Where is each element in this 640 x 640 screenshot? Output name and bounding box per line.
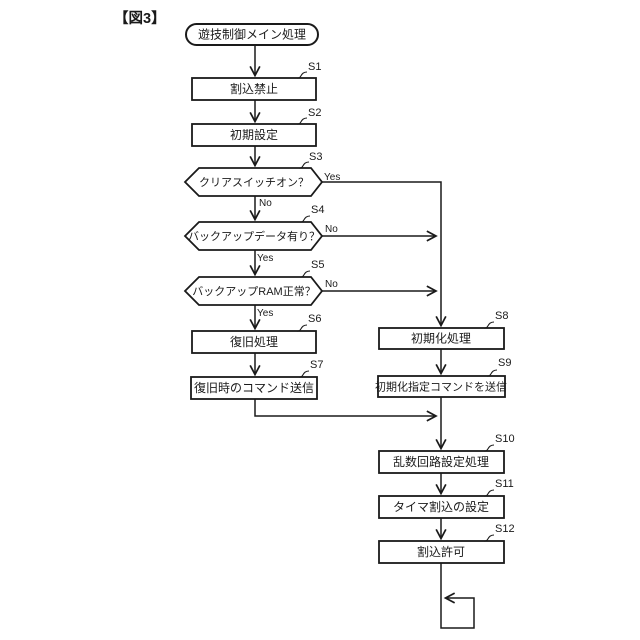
process-box-s12 — [378, 540, 505, 564]
connector-s7-to-merge — [254, 399, 438, 422]
process-box-s1 — [191, 77, 317, 101]
leader-squiggle-s8 — [483, 321, 495, 329]
step-label-s2: 初期設定 — [230, 127, 278, 142]
step-label-s11: タイマ割込の設定 — [393, 499, 489, 514]
start-terminal — [185, 23, 319, 46]
process-box-s10 — [378, 450, 505, 474]
step-id-s4: S4 — [311, 204, 324, 216]
step-label-s7: 復旧時のコマンド送信 — [194, 380, 314, 395]
branch-label-no-s3: No — [259, 198, 272, 209]
leader-squiggle-s4 — [299, 215, 311, 223]
connector-s12-main-loop — [440, 563, 475, 629]
process-box-s6 — [191, 330, 317, 354]
step-id-s1: S1 — [308, 61, 321, 73]
leader-squiggle-s10 — [483, 444, 495, 452]
step-label-s9: 初期化指定コマンドを送信 — [375, 380, 507, 394]
decision-hex-s4 — [183, 221, 324, 251]
leader-squiggle-s5 — [299, 270, 311, 278]
step-label-s4: バックアップデータ有り？ — [188, 229, 320, 243]
step-id-s6: S6 — [308, 313, 321, 325]
process-box-s8 — [378, 327, 505, 350]
branch-label-yes-s3: Yes — [324, 172, 340, 183]
leader-squiggle-s11 — [483, 489, 495, 497]
step-label-s5: バックアップRAM正常？ — [192, 285, 315, 298]
step-label-s1: 割込禁止 — [230, 81, 278, 96]
leader-squiggle-s12 — [483, 534, 495, 542]
step-id-s12: S12 — [495, 523, 515, 535]
leader-squiggle-s1 — [296, 71, 308, 79]
leader-squiggle-s2 — [296, 117, 308, 125]
decision-hex-s5 — [183, 276, 324, 306]
step-label-s6: 復旧処理 — [230, 334, 278, 349]
leader-squiggle-s6 — [296, 324, 308, 332]
process-box-s7 — [190, 376, 318, 400]
step-id-s11: S11 — [495, 478, 514, 490]
leader-squiggle-s3 — [298, 161, 310, 169]
process-box-s11 — [378, 495, 505, 519]
branch-label-no-s5: No — [325, 279, 338, 290]
connector-s3-yes-to-s8 — [322, 181, 447, 328]
branch-label-no-s4: No — [325, 224, 338, 235]
step-label-s8: 初期化処理 — [411, 332, 471, 346]
step-label-s10: 乱数回路設定処理 — [393, 454, 489, 469]
step-id-s10: S10 — [495, 433, 515, 445]
leader-squiggle-s7 — [298, 370, 310, 378]
step-id-s7: S7 — [310, 359, 323, 371]
branch-label-yes-s5: Yes — [257, 308, 273, 319]
branch-label-yes-s4: Yes — [257, 253, 273, 264]
process-box-s9 — [377, 375, 506, 398]
step-label-s3: クリアスイッチオン？ — [199, 176, 309, 189]
step-id-s8: S8 — [495, 310, 508, 322]
leader-squiggle-s9 — [486, 369, 498, 377]
step-id-s2: S2 — [308, 107, 321, 119]
step-label-s12: 割込許可 — [417, 544, 465, 559]
figure-label: 【図3】 — [114, 10, 166, 27]
process-box-s2 — [191, 123, 317, 147]
start-terminal-label: 遊技制御メイン処理 — [198, 27, 306, 42]
step-id-s3: S3 — [309, 151, 322, 163]
step-id-s5: S5 — [311, 259, 324, 271]
decision-hex-s3 — [183, 167, 324, 197]
step-id-s9: S9 — [498, 357, 511, 369]
